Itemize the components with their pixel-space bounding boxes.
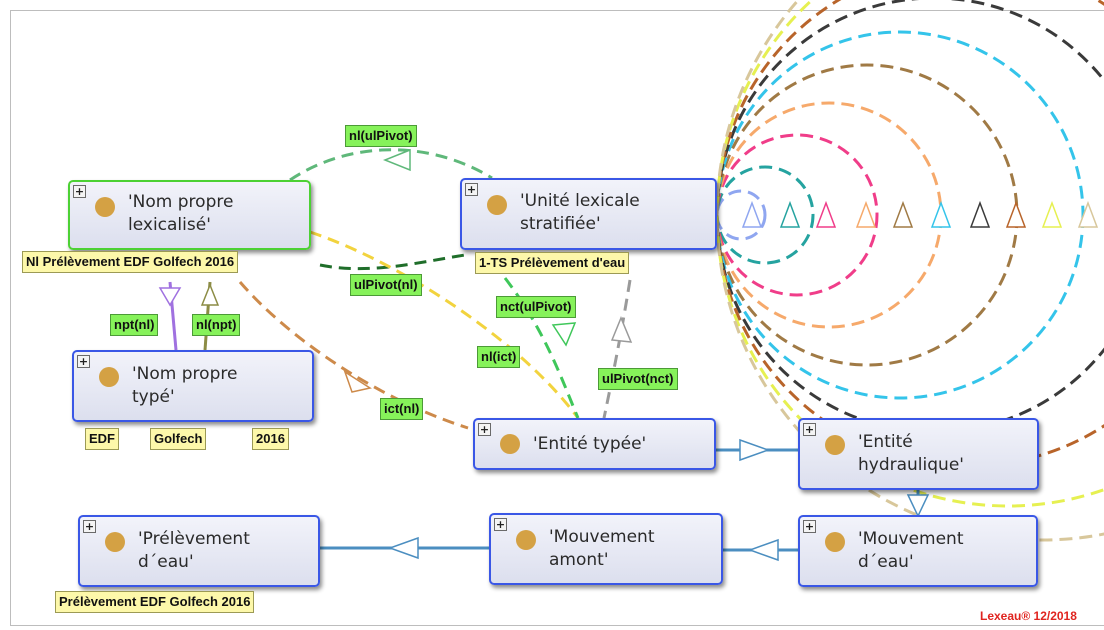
expand-icon[interactable]: + <box>73 185 86 198</box>
self-loop-arrowhead-10 <box>1077 200 1099 228</box>
edge-arrowhead <box>610 316 633 343</box>
self-loop-arrowhead-5 <box>892 200 914 228</box>
edge-label-ulpivot-nl[interactable]: ulPivot(nl) <box>350 274 422 296</box>
diagram-canvas <box>10 10 1104 626</box>
lexeau-footer: Lexeau® 12/2018 <box>980 609 1077 623</box>
edge-label-ulpivot-nct[interactable]: ulPivot(nct) <box>598 368 678 390</box>
instance-golfech[interactable]: Golfech <box>150 428 207 450</box>
class-dot-icon <box>825 435 845 455</box>
self-loop-arrowhead-1 <box>741 200 763 228</box>
expand-icon[interactable]: + <box>803 520 816 533</box>
node-nom-propre-lexicalise[interactable]: + 'Nom propre lexicalisé' <box>68 180 311 250</box>
node-label: 'Mouvement amont' <box>549 527 655 570</box>
node-nom-propre-type[interactable]: + 'Nom propre typé' <box>72 350 314 422</box>
edge-label-ict-nl[interactable]: ict(nl) <box>380 398 424 420</box>
node-label: 'Nom propre typé' <box>132 364 238 407</box>
expand-icon[interactable]: + <box>83 520 96 533</box>
node-unite-lexicale-stratifiee[interactable]: + 'Unité lexicale stratifiée' <box>460 178 717 250</box>
edge-arrowhead <box>343 370 372 393</box>
self-loop-1 <box>715 189 767 241</box>
class-dot-icon <box>500 434 520 454</box>
expand-icon[interactable]: + <box>465 183 478 196</box>
node-label: 'Entité typée' <box>533 434 647 454</box>
node-label: 'Entité hydraulique' <box>858 432 964 475</box>
instance-ts-prelevement[interactable]: 1-TS Prélèvement d'eau <box>475 252 630 274</box>
edge-arrowhead <box>200 282 220 306</box>
class-dot-icon <box>487 195 507 215</box>
edge-nl-ulpivot <box>289 148 493 182</box>
edge-arrowhead <box>906 494 930 518</box>
edge-label-nl-ict[interactable]: nl(ict) <box>477 346 521 368</box>
edge-arrowhead <box>747 538 779 562</box>
class-dot-icon <box>99 367 119 387</box>
node-mouvement-eau[interactable]: + 'Mouvement d´eau' <box>798 515 1038 587</box>
edge-arrowhead <box>158 287 182 307</box>
class-dot-icon <box>825 532 845 552</box>
node-label: 'Nom propre lexicalisé' <box>128 192 234 235</box>
self-loop-arrowhead-2 <box>779 200 801 228</box>
self-loop-arrowhead-9 <box>1041 200 1063 228</box>
node-mouvement-amont[interactable]: + 'Mouvement amont' <box>489 513 723 585</box>
edge-ict-nl <box>238 281 469 430</box>
node-entite-hydraulique[interactable]: + 'Entité hydraulique' <box>798 418 1039 490</box>
edge-nl-ict <box>309 230 580 419</box>
node-label: 'Mouvement d´eau' <box>858 529 964 572</box>
class-dot-icon <box>516 530 536 550</box>
self-loop-10 <box>715 0 1104 542</box>
class-dot-icon <box>95 197 115 217</box>
edge-label-nct-ulpivot[interactable]: nct(ulPivot) <box>496 296 576 318</box>
instance-prelevement-edf[interactable]: Prélèvement EDF Golfech 2016 <box>55 591 255 613</box>
edge-arrowhead <box>387 536 419 560</box>
self-loop-3 <box>715 133 879 297</box>
node-label: 'Prélèvement d´eau' <box>138 529 250 572</box>
expand-icon[interactable]: + <box>478 423 491 436</box>
self-loop-edges <box>715 0 1104 542</box>
expand-icon[interactable]: + <box>494 518 507 531</box>
instance-2016[interactable]: 2016 <box>252 428 289 450</box>
self-loop-arrowhead-7 <box>969 200 991 228</box>
self-loop-arrowhead-8 <box>1005 200 1027 228</box>
edge-arrowhead <box>739 438 771 462</box>
edge-label-npt-nl[interactable]: npt(nl) <box>110 314 159 336</box>
instance-edf[interactable]: EDF <box>85 428 119 450</box>
edge-ulpivot-nct <box>602 279 632 419</box>
edge-ulpivot-nl <box>319 253 466 271</box>
self-loop-arrowhead-3 <box>815 200 837 228</box>
edge-label-nl-ulpivot[interactable]: nl(ulPivot) <box>345 125 417 147</box>
self-loop-arrowhead-6 <box>930 200 952 228</box>
expand-icon[interactable]: + <box>803 423 816 436</box>
node-prelevement-eau[interactable]: + 'Prélèvement d´eau' <box>78 515 320 587</box>
expand-icon[interactable]: + <box>77 355 90 368</box>
self-loop-arrowhead-4 <box>855 200 877 228</box>
node-entite-typee[interactable]: + 'Entité typée' <box>473 418 716 470</box>
edge-nct-ulpivot <box>503 277 580 419</box>
edge-arrowhead <box>551 322 577 347</box>
edge-label-nl-npt[interactable]: nl(npt) <box>192 314 241 336</box>
instance-nl-prelevement[interactable]: Nl Prélèvement EDF Golfech 2016 <box>22 251 239 273</box>
self-loop-7 <box>715 0 1104 434</box>
class-dot-icon <box>105 532 125 552</box>
node-label: 'Unité lexicale stratifiée' <box>520 191 640 234</box>
edge-arrowhead <box>382 148 411 172</box>
